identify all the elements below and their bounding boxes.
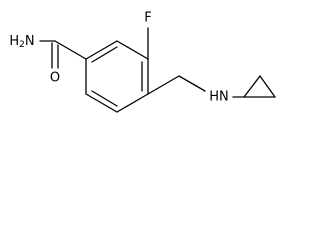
cyclopropyl-bond-upper [243, 75, 261, 98]
benzene-ring [85, 40, 149, 113]
ring-bond-top-left [85, 40, 118, 60]
cyclopropyl-bond-right [259, 75, 276, 98]
ring-double-bond-bottom-left [91, 90, 118, 107]
carbonyl-oxygen-label: O [50, 71, 60, 86]
ring-bond-bottom-left [85, 93, 118, 113]
ring-double-bond-top-left [91, 46, 118, 63]
ring-bond-top-right [116, 40, 149, 60]
bond-ch2-to-nh [178, 75, 206, 92]
molecule-structure-diagram: H2N O F HN [9, 11, 276, 113]
aminomethyl-cyclopropyl-chain: HN [147, 75, 245, 105]
bond-ring-to-carbonyl [54, 40, 87, 60]
bond-ring-to-ch2 [147, 75, 180, 95]
fluorine-label: F [144, 11, 151, 26]
amide-group: H2N O [9, 34, 87, 86]
amide-nh2-label: H2N [9, 34, 34, 50]
amine-nh-label: HN [209, 90, 229, 105]
fluorine-substituent: F [144, 11, 152, 60]
ring-bond-bottom-right [116, 93, 149, 113]
cyclopropyl-ring [243, 75, 276, 98]
